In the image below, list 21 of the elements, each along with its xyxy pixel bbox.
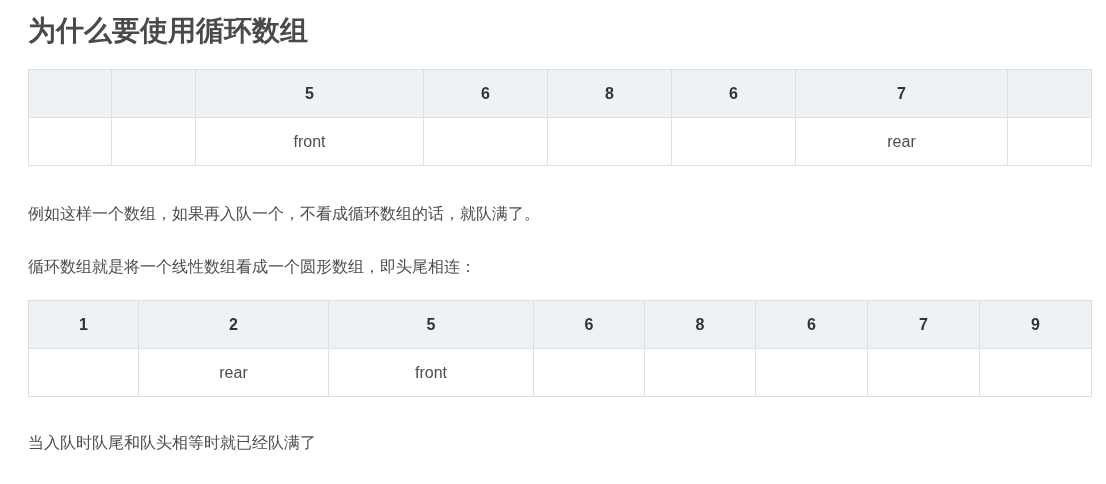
header-cell: 6 [423,69,548,118]
table-cell: rear [138,348,329,397]
header-cell: 8 [547,69,672,118]
header-cell: 6 [533,300,645,349]
table-cell: front [328,348,534,397]
header-cell: 7 [867,300,980,349]
heading: 为什么要使用循环数组 [28,14,308,48]
paragraph: 例如这样一个数组，如果再入队一个，不看成循环数组的话，就队满了。 [28,204,540,224]
table-cell: rear [795,117,1008,166]
paragraph: 循环数组就是将一个线性数组看成一个圆形数组，即头尾相连： [28,257,476,277]
header-cell: 5 [328,300,534,349]
header-cell: 6 [755,300,868,349]
header-cell: 2 [138,300,329,349]
header-cell: 6 [671,69,796,118]
header-cell: 7 [795,69,1008,118]
table-cell: front [195,117,424,166]
header-cell: 8 [644,300,756,349]
paragraph: 当入队时队尾和队头相等时就已经队满了 [28,433,316,453]
header-cell: 9 [979,300,1092,349]
header-cell: 5 [195,69,424,118]
header-cell: 1 [28,300,139,349]
